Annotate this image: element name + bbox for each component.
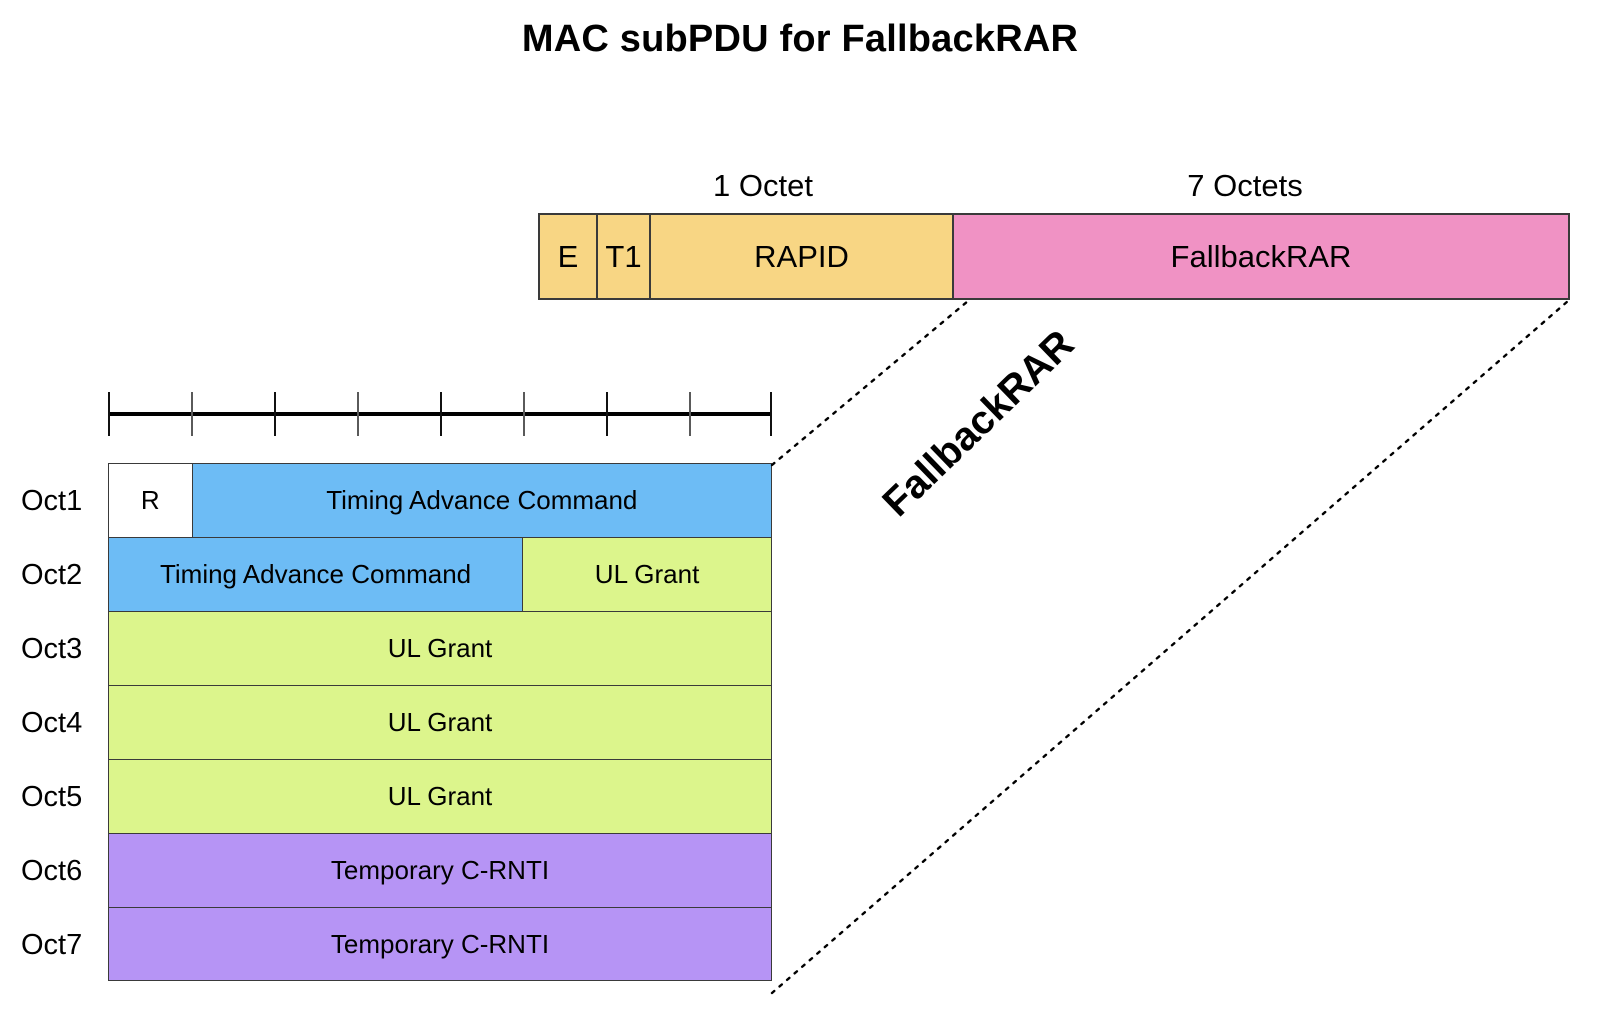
octet-row-label: Oct4 <box>21 706 83 739</box>
ruler-tick <box>770 392 772 436</box>
mac-subpdu-bar: E T1 RAPID FallbackRAR <box>538 213 1570 300</box>
ruler-tick <box>357 392 359 436</box>
octet-field: UL Grant <box>109 760 771 833</box>
ruler-tick <box>108 392 110 436</box>
ruler-tick <box>274 392 276 436</box>
subpdu-field-fallbackrar: FallbackRAR <box>952 215 1568 298</box>
octet-field: Temporary C-RNTI <box>109 834 771 907</box>
octet-field: Temporary C-RNTI <box>109 908 771 980</box>
octet-row: Oct4 UL Grant <box>21 685 772 759</box>
octet-row-label: Oct6 <box>21 854 83 887</box>
caption-one-octet: 1 Octet <box>713 168 813 203</box>
octet-row-label: Oct7 <box>21 928 83 961</box>
octet-row-label: Oct1 <box>21 484 83 517</box>
subpdu-field-rapid: RAPID <box>649 215 952 298</box>
page-title: MAC subPDU for FallbackRAR <box>521 18 1079 60</box>
bit-ruler <box>108 392 772 436</box>
octet-field: UL Grant <box>522 538 771 611</box>
octet-field: Timing Advance Command <box>191 464 771 537</box>
octet-row: Oct5 UL Grant <box>21 759 772 833</box>
subpdu-field-t1: T1 <box>596 215 649 298</box>
octet-row: Oct7 Temporary C-RNTI <box>21 907 772 981</box>
leader-line-bottom <box>770 299 1570 995</box>
ruler-tick <box>606 392 608 436</box>
ruler-tick <box>440 392 442 436</box>
caption-seven-octets: 7 Octets <box>1187 168 1303 203</box>
ruler-tick <box>523 392 525 436</box>
octet-row-label: Oct5 <box>21 780 83 813</box>
octet-field: UL Grant <box>109 686 771 759</box>
octet-row-label: Oct3 <box>21 632 83 665</box>
octet-field: R <box>109 464 192 537</box>
octet-row: Oct6 Temporary C-RNTI <box>21 833 772 907</box>
octet-row-label: Oct2 <box>21 558 83 591</box>
octet-row: Oct3 UL Grant <box>21 611 772 685</box>
octet-field: UL Grant <box>109 612 771 685</box>
subpdu-field-e: E <box>540 215 596 298</box>
ruler-tick <box>191 392 193 436</box>
octet-field: Timing Advance Command <box>109 538 523 611</box>
fallbackrar-callout-label: FallbackRAR <box>874 321 1083 525</box>
ruler-tick <box>689 392 691 436</box>
